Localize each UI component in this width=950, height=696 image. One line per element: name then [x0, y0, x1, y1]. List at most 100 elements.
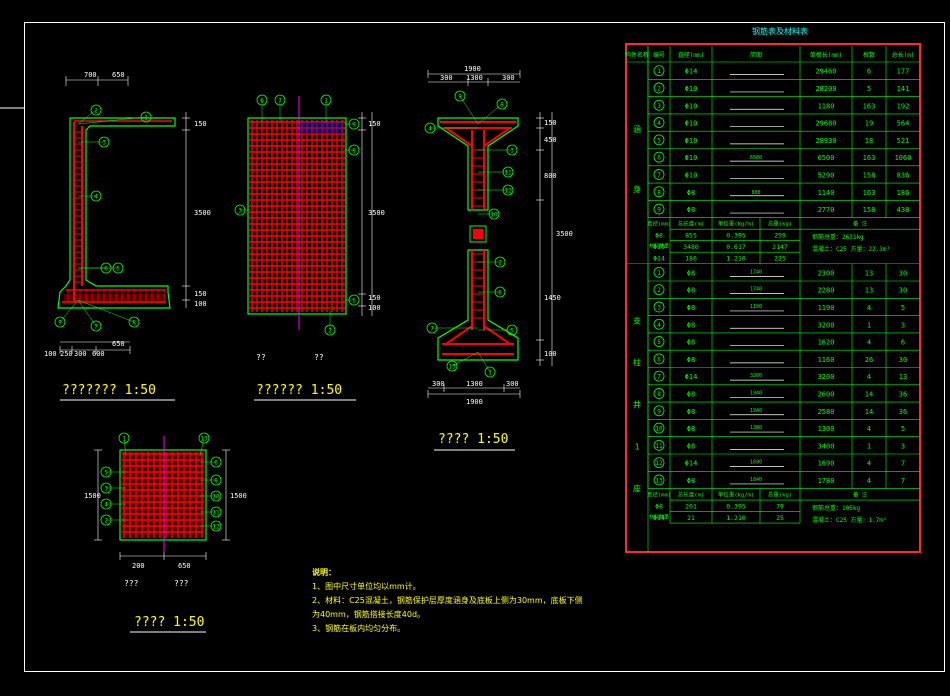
view3-joint-core: [473, 229, 483, 239]
summary-cell: 2147: [772, 243, 788, 251]
table-shape-dim: 6500: [750, 155, 762, 161]
view1-leader-line: [77, 116, 147, 125]
table-shape-dim: 1840: [750, 477, 762, 483]
rebar-mark-circle: [348, 118, 360, 130]
view3-dim-top-2: 1300: [466, 74, 483, 82]
rebar-mark-number: 6: [260, 98, 264, 105]
rebar-mark-number: 1: [324, 98, 328, 105]
rebar-mark-number: 1: [657, 68, 661, 75]
view2-caption-left: ??: [256, 353, 266, 362]
rebar-mark-circle: [100, 514, 112, 526]
view3-dim-top-1: 1900: [464, 65, 481, 73]
table-total: 1060: [895, 154, 912, 162]
view3-outline: [437, 117, 519, 211]
view2-caption-right: ??: [314, 353, 324, 362]
rebar-mark-circle: [502, 166, 514, 178]
rebar-mark-circle: [90, 104, 102, 116]
rebar-mark-number: 11: [655, 443, 663, 450]
summary-cell: 1.210: [726, 255, 746, 263]
rebar-mark-number: 1: [488, 370, 492, 377]
summary-cell: 3480: [683, 243, 699, 251]
rebar-mark-circle: [653, 439, 665, 451]
table-dia: Φ10: [685, 85, 698, 93]
table-length: 1780: [818, 477, 835, 485]
view4-caption-right: ???: [174, 579, 189, 588]
table-header-cell: 编号: [653, 51, 665, 59]
table-dia: Φ8: [687, 321, 695, 329]
table-total: 186: [897, 189, 910, 197]
table-shape-dim: 1740: [750, 269, 762, 275]
table-total: 36: [899, 408, 907, 416]
rebar-mark-circle: [128, 316, 140, 328]
rebar-mark-circle: [274, 94, 286, 106]
table-dia: Φ8: [687, 425, 695, 433]
rebar-mark-circle: [653, 186, 665, 198]
table-count: 158: [863, 206, 876, 214]
view2-blue-band: [300, 122, 344, 134]
table-dia: Φ14: [685, 68, 698, 76]
table-total: 30: [899, 269, 907, 277]
rebar-mark-number: 9: [58, 320, 62, 327]
group1-label-1: 涵: [633, 125, 641, 134]
rebar-mark-number: 8: [657, 391, 661, 398]
view1-dim-bottom-3: 300: [74, 350, 87, 358]
view1-dim-side-2: 3500: [194, 209, 211, 217]
view1-dim-bottom-4: 600: [92, 350, 105, 358]
table-length: 3400: [818, 442, 835, 450]
table-header-cell: 构件名称: [625, 51, 649, 59]
summary-note: 钢筋总重：105kg: [812, 504, 860, 512]
rebar-mark-number: 4: [657, 120, 661, 127]
table-total: 36: [899, 390, 907, 398]
view3-dim-bottom-4: 1900: [466, 398, 483, 406]
rebar-mark-circle: [484, 366, 496, 378]
rebar-mark-number: 1: [144, 115, 148, 122]
rebar-mark-number: 6: [214, 460, 218, 467]
summary-header: 单位重(kg/m): [718, 220, 754, 228]
table-total: 141: [897, 85, 910, 93]
table-length: 6500: [818, 154, 835, 162]
rebar-mark-circle: [424, 122, 436, 134]
rebar-mark-number: 2: [498, 260, 502, 267]
summary-label: 材料数量: [649, 514, 669, 521]
table-total: 5: [901, 304, 905, 312]
summary-header: 备 注: [853, 491, 868, 499]
view3-dim-side-6: 1450: [544, 294, 561, 302]
rebar-mark-circle: [653, 301, 665, 313]
rebar-mark-circle: [454, 90, 466, 102]
view2-dim-side-3: 150: [368, 294, 381, 302]
table-total: 6: [901, 339, 905, 347]
rebar-mark-number: 13: [200, 436, 208, 443]
table-total: 438: [897, 206, 910, 214]
view4-leader-line: [123, 437, 127, 457]
rebar-mark-number: 10: [490, 212, 498, 219]
table-count: 158: [863, 171, 876, 179]
view1-cross-section: 700 650 150 3500 150 100 100 250 300 600…: [44, 71, 211, 401]
view3-leader-line: [459, 95, 479, 125]
rebar-mark-circle: [198, 432, 210, 444]
rebar-mark-number: 11: [504, 170, 512, 177]
table-dia: Φ8: [687, 287, 695, 295]
table-count: 4: [867, 373, 871, 381]
table-length: 2280: [818, 287, 835, 295]
rebar-mark-number: 2: [94, 108, 98, 115]
rebar-mark-circle: [348, 294, 360, 306]
rebar-mark-number: 2: [328, 328, 332, 335]
notes-line-2: 2、材料：C25混凝土，钢筋保护层厚度涵身及底板上侧为30mm，底板下侧: [312, 596, 583, 605]
summary-cell: 855: [685, 232, 697, 240]
summary-note: 钢筋总重：2631kg: [812, 233, 864, 241]
view2-dim-side-4: 100: [368, 304, 381, 312]
summary-cell: 259: [774, 232, 786, 240]
table-header-cell: 总长(m): [892, 51, 915, 59]
rebar-mark-number: 6: [657, 356, 661, 363]
view1-slab-hatch: [64, 294, 166, 304]
rebar-mark-circle: [653, 370, 665, 382]
rebar-mark-circle: [446, 360, 458, 372]
table-count: 13: [865, 269, 873, 277]
table-length: 28930: [815, 137, 836, 145]
rebar-mark-number: 13: [448, 364, 456, 371]
rebar-mark-number: 7: [657, 172, 661, 179]
view3-leader-line: [477, 351, 491, 373]
table-total: 521: [897, 137, 910, 145]
table-shape-dim: 1190: [750, 304, 762, 310]
